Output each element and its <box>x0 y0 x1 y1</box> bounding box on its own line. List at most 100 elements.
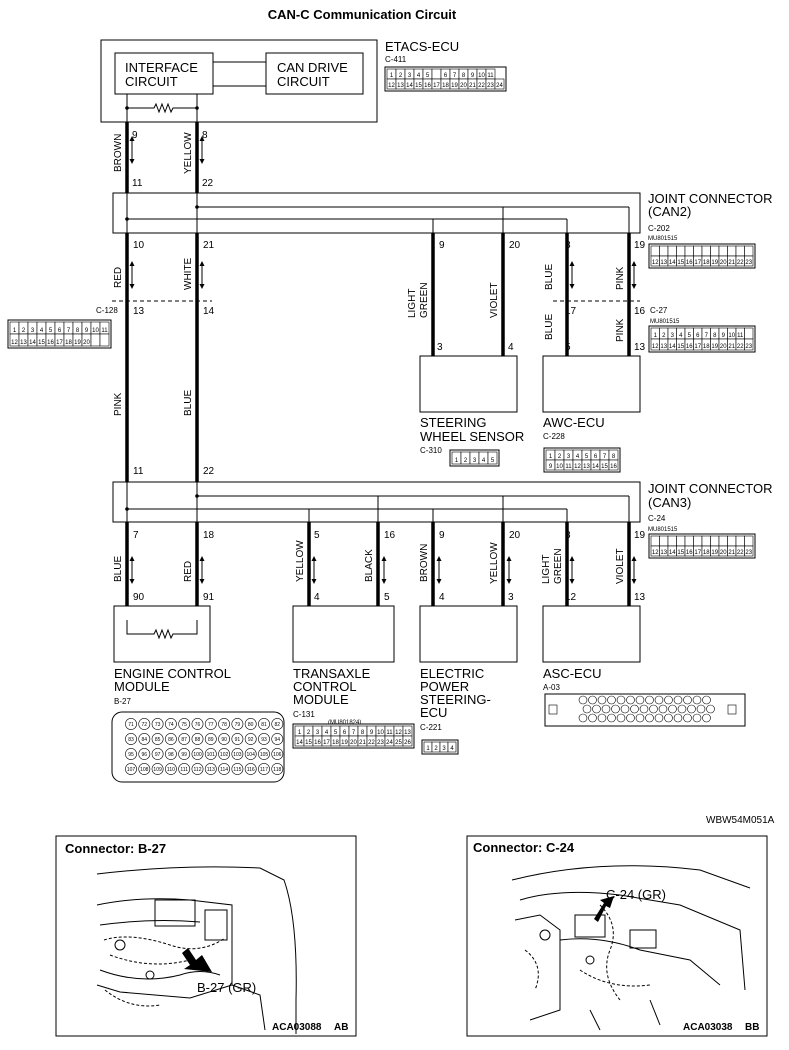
ecm-pin <box>164 718 177 730</box>
ecm-pin <box>164 763 177 775</box>
ecm-pin-label: 77 <box>208 722 214 728</box>
ecm-pin <box>204 733 217 745</box>
connector-pin-label: 16 <box>314 740 321 746</box>
pin-9: 9 <box>132 130 138 141</box>
connector-cell <box>667 535 677 547</box>
arrow-head <box>129 159 135 164</box>
ecm-pin-label: 92 <box>248 737 254 743</box>
ecm-pin <box>244 733 257 745</box>
ecm-pin-label: 98 <box>168 752 174 758</box>
asc-pin <box>677 704 687 714</box>
can2-pin-19: 19 <box>634 240 646 251</box>
arrow-head <box>569 284 575 289</box>
connector-pin-label: 13 <box>660 550 667 556</box>
connector-pin-label: 10 <box>556 464 563 470</box>
ecm-pin <box>244 718 257 730</box>
connector-cell <box>744 338 754 351</box>
ecm-pin <box>178 718 191 730</box>
connector-pin-label: 8 <box>76 328 80 334</box>
photo-b27-suffix: AB <box>334 1022 348 1033</box>
asc-pin <box>616 713 626 723</box>
ecm-pin-label: 72 <box>142 722 148 728</box>
arrow-head <box>631 579 637 584</box>
connector-pin-label: 18 <box>442 83 449 89</box>
c27-part: MU801515 <box>650 319 680 325</box>
wire-yellow-eps: YELLOW <box>489 542 500 584</box>
ecm-pin <box>178 763 191 775</box>
connector-pin-label: 21 <box>728 344 735 350</box>
ecm-pin <box>191 733 204 745</box>
ecm-pin-label: 110 <box>167 767 175 773</box>
ecm-pin <box>138 733 151 745</box>
connector-pin-label: 19 <box>341 740 348 746</box>
connector-pin-label: 22 <box>737 344 744 350</box>
wire-blue: BLUE <box>544 264 555 290</box>
asc-pin <box>592 704 601 714</box>
connector-pin-label: 21 <box>469 83 476 89</box>
can2-pin-11: 11 <box>132 178 143 189</box>
connector-cell <box>701 535 711 547</box>
connector-pin-label: 14 <box>296 740 303 746</box>
connector-pin-label: 9 <box>85 328 89 334</box>
connector-pin-label: 5 <box>688 333 692 339</box>
connector-pin-label: 9 <box>722 333 726 339</box>
connector-pin-label: 21 <box>728 260 735 266</box>
eps-name-4: ECU <box>420 705 447 720</box>
connector-cell <box>659 535 669 547</box>
asc-pin <box>597 695 607 705</box>
asc-key <box>548 704 558 715</box>
ecm-pin <box>271 718 284 730</box>
connector-pin-label: 15 <box>677 344 684 350</box>
connector-pin-label: 23 <box>745 550 752 556</box>
connector-cell <box>90 333 101 347</box>
connector-cell <box>608 459 619 471</box>
ecm-pin-label: 88 <box>195 737 201 743</box>
ecm-pin <box>271 733 284 745</box>
ecm-pin <box>204 748 217 760</box>
connector-pin-label: 19 <box>711 550 718 556</box>
figure-code: WBW54M051A <box>706 815 775 826</box>
connector-pin-label: 16 <box>610 464 617 470</box>
asc-pin <box>635 695 645 705</box>
wire-blue-ecm: BLUE <box>113 556 124 582</box>
connector-pin-label: 4 <box>482 458 486 464</box>
connector-cell <box>735 245 745 257</box>
ecm-pin-label: 111 <box>180 767 188 773</box>
ecm-pin <box>151 733 164 745</box>
ecm-connector: B-27 <box>114 697 131 706</box>
ecm-pin-label: 78 <box>221 722 227 728</box>
connector-pin-label: 13 <box>660 344 667 350</box>
connector-cell <box>693 535 703 547</box>
can2-name: JOINT CONNECTOR <box>648 191 772 206</box>
connector-cell <box>735 535 745 547</box>
ecm-pin-label: 107 <box>127 767 136 773</box>
joint-connector-can2: JOINT CONNECTOR (CAN2) C-202 MU801515 12… <box>112 191 772 269</box>
connector-pin-label: 13 <box>20 340 27 346</box>
arrow-head <box>129 579 135 584</box>
asc-pin <box>588 695 597 705</box>
asc-pin <box>645 695 654 705</box>
connector-pin-label: 24 <box>496 83 503 89</box>
photo-c24-suffix: BB <box>745 1022 759 1033</box>
connector-cell <box>676 535 686 547</box>
connector-pin-label: 12 <box>574 464 581 470</box>
wire-yellow: YELLOW <box>183 132 194 174</box>
can2-pin-10: 10 <box>133 240 145 251</box>
connector-pin-label: 18 <box>703 344 710 350</box>
ecm-pin-label: 85 <box>155 737 161 743</box>
ecm-pin-label: 83 <box>128 737 134 743</box>
connector-pin-label: 12 <box>652 550 659 556</box>
interface-circuit-label: INTERFACE <box>125 60 198 75</box>
ecm-pin-label: 102 <box>220 752 229 758</box>
connector-cell <box>684 245 694 257</box>
diagram-title: CAN-C Communication Circuit <box>268 7 457 22</box>
eps-name-2: POWER <box>420 679 469 694</box>
steering-connector: C-310 <box>420 446 442 455</box>
asc-pin <box>673 713 683 723</box>
connector-pin-label: 12 <box>388 83 395 89</box>
c27-connector: C-27 <box>650 306 668 315</box>
connector-pin-label: 16 <box>686 550 693 556</box>
asc-pin <box>692 713 702 723</box>
photo-c24-title: Connector: C-24 <box>473 840 575 855</box>
ecm-pin <box>244 763 257 775</box>
